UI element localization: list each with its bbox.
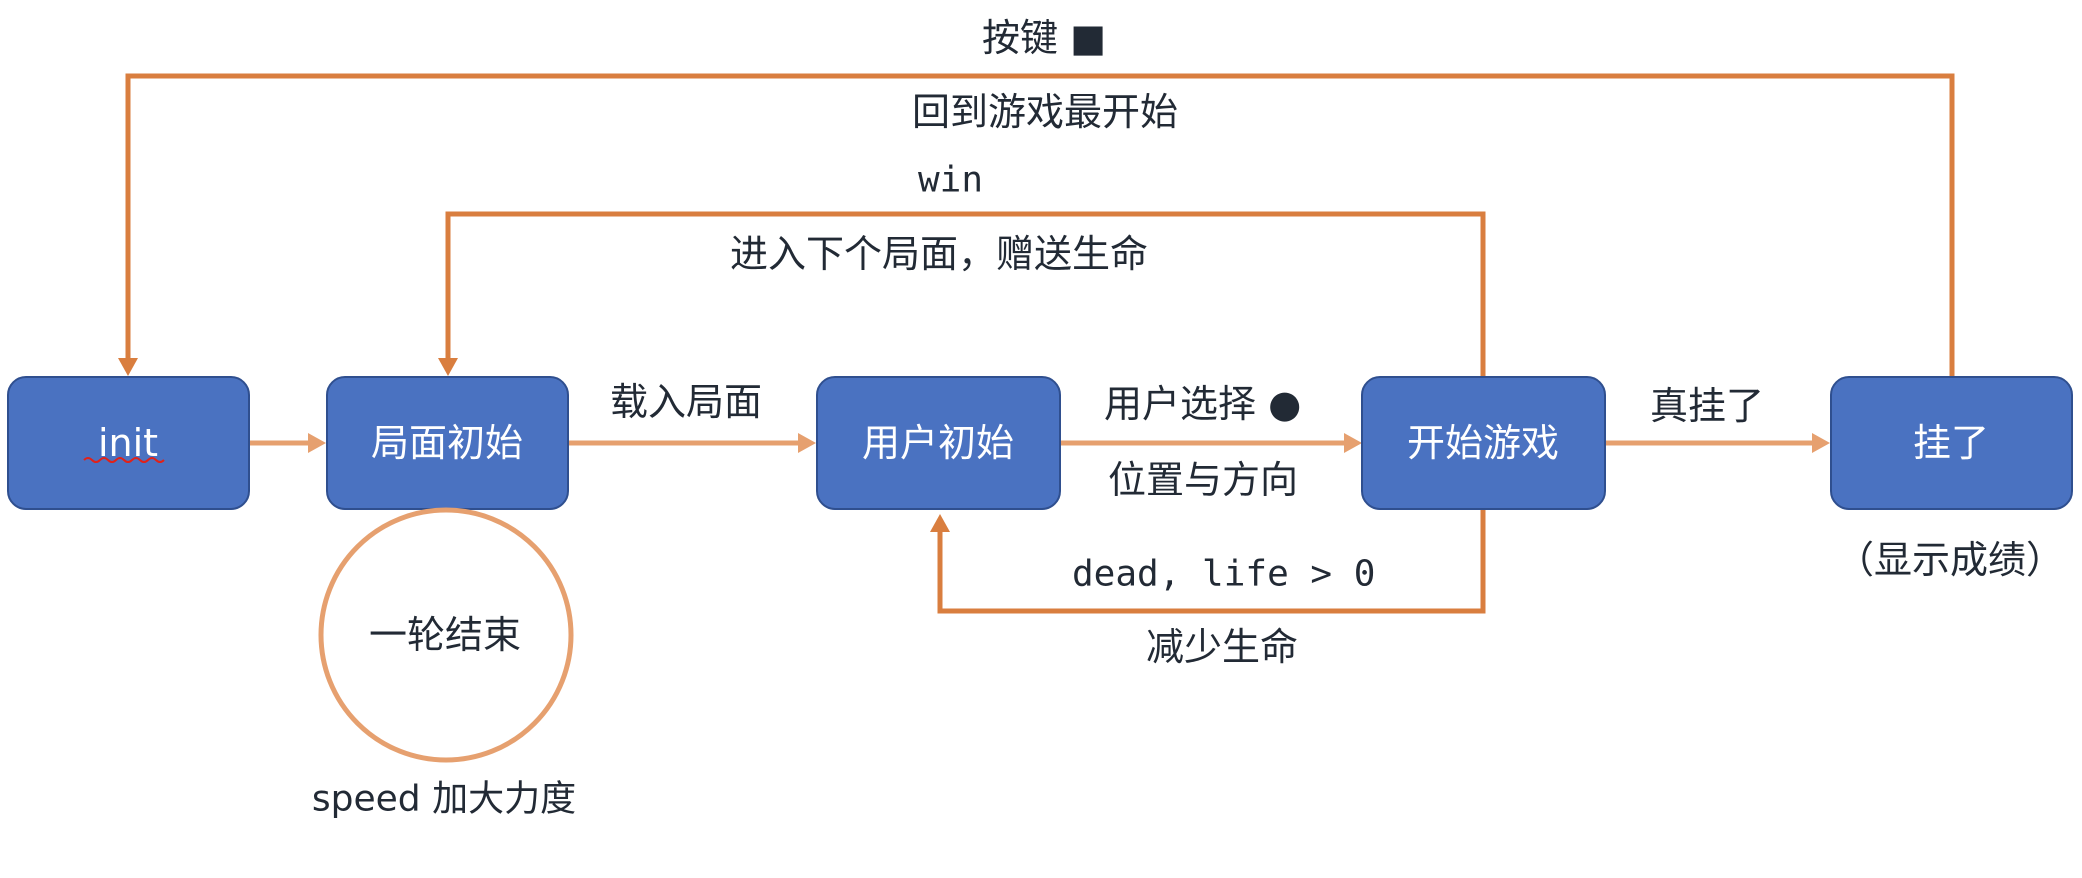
arrowhead [1344, 433, 1362, 453]
label-win: win [918, 160, 983, 201]
edge-start-to-dead [1606, 433, 1830, 453]
note-show-score: （显示成绩） [1836, 538, 2064, 582]
arrowhead [438, 358, 458, 376]
note-speed: speed 加大力度 [312, 779, 576, 820]
label-position-direction: 位置与方向 [1108, 458, 1298, 502]
label-dead-life: dead, life > 0 [1072, 554, 1375, 595]
label-reduce-life: 减少生命 [1146, 625, 1298, 669]
arrowhead [308, 433, 326, 453]
label-next-board: 进入下个局面，赠送生命 [730, 232, 1148, 276]
label-back-to-start: 回到游戏最开始 [912, 90, 1178, 134]
node-init-label: init [98, 421, 158, 465]
edge-dead-to-init [118, 73, 1955, 377]
arrowhead [1812, 433, 1830, 453]
node-dead-label: 挂了 [1913, 421, 1989, 465]
node-start-game-label: 开始游戏 [1407, 421, 1559, 465]
node-init: init [7, 376, 250, 510]
node-board-init-label: 局面初始 [371, 421, 523, 465]
node-round-end-label: 一轮结束 [369, 613, 521, 657]
label-user-choose: 用户选择 ● [1104, 382, 1301, 426]
label-really-dead: 真挂了 [1650, 384, 1764, 428]
edge-user-to-start [1060, 433, 1362, 453]
arrowhead [930, 514, 950, 532]
edge-start-to-user-dead [930, 510, 1486, 614]
node-start-game: 开始游戏 [1361, 376, 1606, 510]
node-round-end: 一轮结束 [318, 507, 574, 763]
label-load-board: 载入局面 [610, 380, 762, 424]
spellcheck-underline [83, 457, 165, 463]
label-press-key: 按键 ■ [982, 16, 1106, 60]
node-user-init-label: 用户初始 [862, 421, 1014, 465]
edge-board-to-user [568, 433, 816, 453]
node-board-init: 局面初始 [326, 376, 569, 510]
node-dead: 挂了 [1830, 376, 2073, 510]
arrowhead [798, 433, 816, 453]
edge-start-to-board-win [438, 211, 1486, 377]
node-user-init: 用户初始 [816, 376, 1061, 510]
arrowhead [118, 358, 138, 376]
edge-init-to-board [250, 433, 326, 453]
